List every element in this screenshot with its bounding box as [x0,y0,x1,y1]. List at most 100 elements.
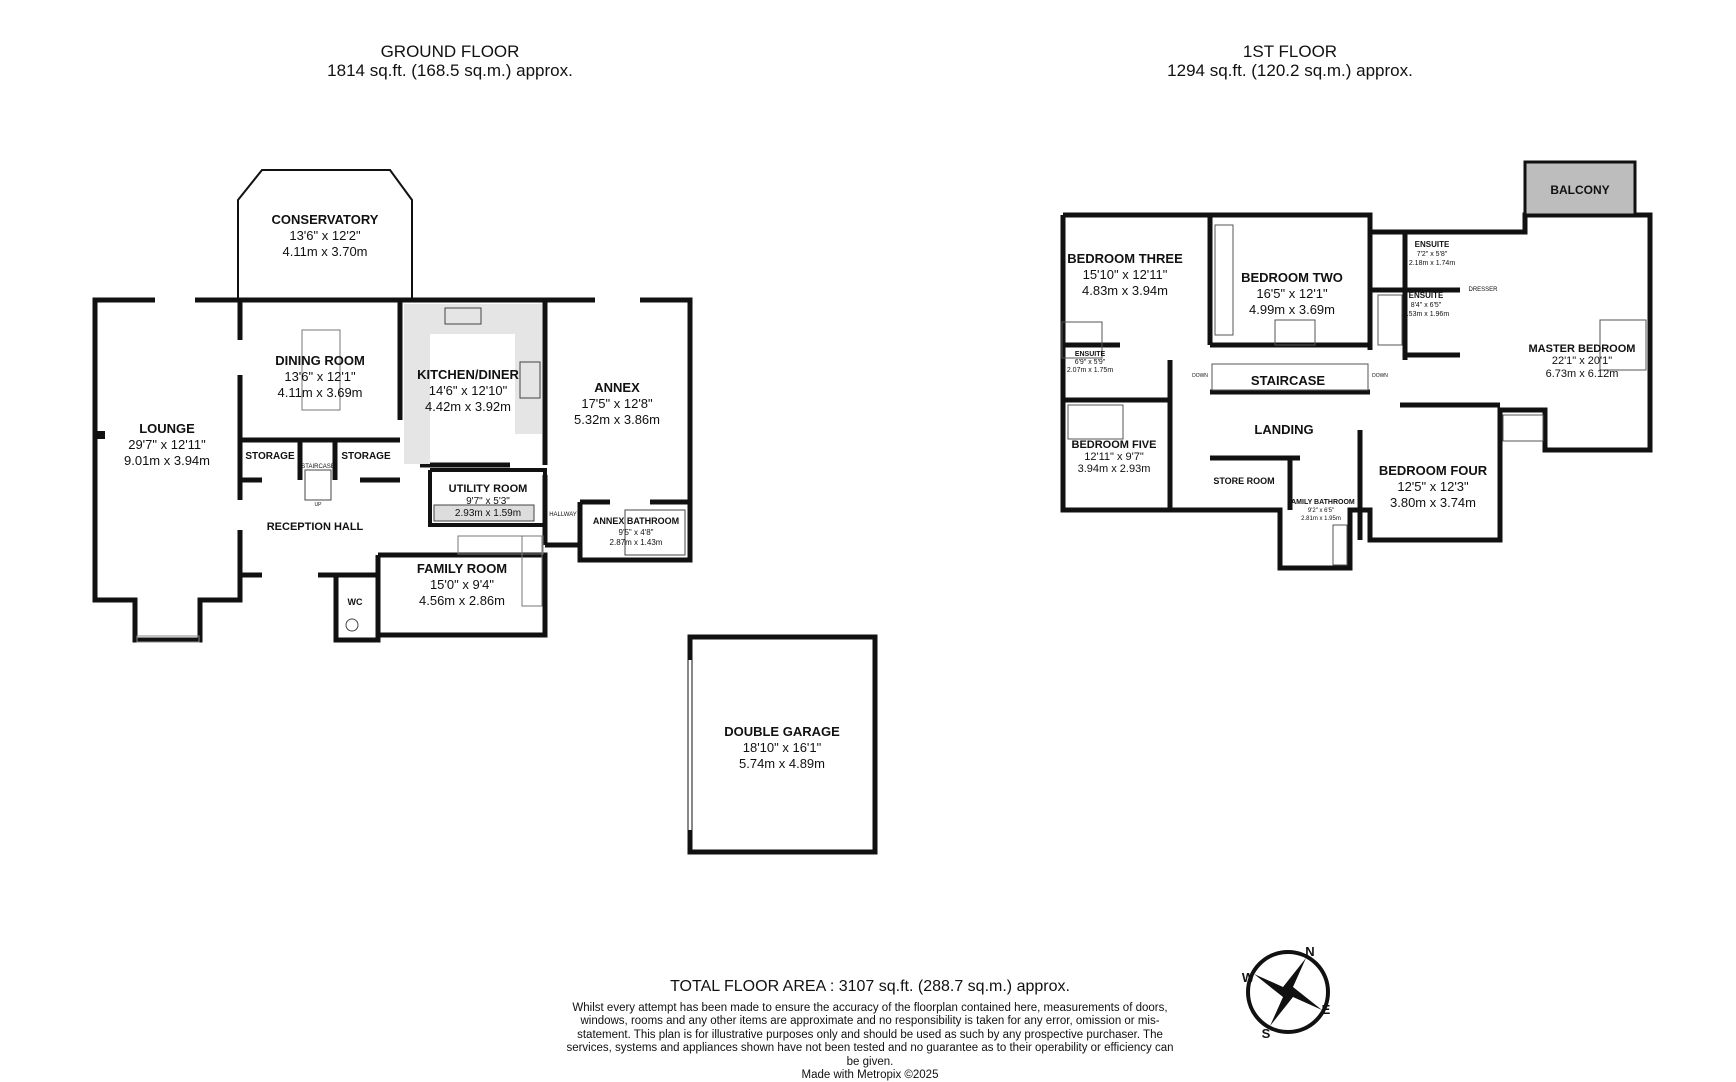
bed4-imperial: 12'5" x 12'3" [1397,479,1469,494]
lounge-name: LOUNGE [139,421,195,436]
first-room-labels: BALCONY BEDROOM THREE 15'10" x 12'11" 4.… [1067,183,1636,522]
ensuite-3-name: ENSUITE [1075,351,1106,358]
master-metric: 6.73m x 6.12m [1546,368,1619,380]
ensuite-3-imperial: 6'9" x 5'9" [1075,359,1106,366]
ensuite-2-imperial: 8'4" x 6'5" [1411,302,1442,309]
bed3-imperial: 15'10" x 12'11" [1083,267,1168,282]
bed5-name: BEDROOM FIVE [1072,439,1157,451]
kitchen-counter-top [404,304,542,334]
bed2-bed-icon [1274,319,1316,346]
sofa-icon [457,535,544,555]
family-room-metric: 4.56m x 2.86m [419,593,505,608]
family-room-name: FAMILY ROOM [417,561,507,576]
ensuite-shower-icon [1061,321,1103,359]
balcony-box [1523,160,1637,217]
wc-walls [333,575,381,643]
down-label-2: DOWN [1372,373,1388,379]
bed2-name: BEDROOM TWO [1241,270,1343,285]
hallway-bottom [545,542,583,560]
wardrobe-icon [1502,414,1544,442]
dining-name: DINING ROOM [275,353,365,368]
total-floor-area: TOTAL FLOOR AREA : 3107 sq.ft. (288.7 sq… [670,978,1070,995]
kitchen-imperial: 14'6" x 12'10" [429,383,508,398]
kitchen-metric: 4.42m x 3.92m [425,399,511,414]
bed5-metric: 3.94m x 2.93m [1078,463,1151,475]
utility-imperial: 9'7" x 5'3" [466,496,510,507]
first-outer-walls [1060,212,1653,571]
kitchen-sink-icon [444,307,482,325]
ensuite-3-metric: 2.07m x 1.75m [1067,367,1113,374]
annex-metric: 5.32m x 3.86m [574,412,660,427]
ensuite-2-icon [1377,294,1403,346]
reception-name: RECEPTION HALL [267,521,364,533]
dining-table-icon [301,329,341,411]
annex-bath-walls [577,502,693,563]
master-name: MASTER BEDROOM [1529,343,1636,355]
ground-up-label: UP [315,502,323,508]
bed3-metric: 4.83m x 3.94m [1082,283,1168,298]
compass-rose: N E S W [1242,944,1331,1041]
ensuite-1-name: ENSUITE [1415,240,1450,249]
balcony-name: BALCONY [1550,183,1609,197]
master-bed-icon [1599,319,1647,371]
lounge-window [136,635,200,643]
conservatory-name: CONSERVATORY [272,212,379,227]
balcony [1523,160,1637,217]
utility-metric: 2.93m x 1.59m [455,508,521,519]
ground-fixtures [95,304,686,643]
dresser-name: DRESSER [1468,287,1498,293]
utility-walls [428,468,547,527]
conservatory-imperial: 13'6" x 12'2" [289,228,361,243]
kitchen-name: KITCHEN/DINER [417,367,519,382]
dining-imperial: 13'6" x 12'1" [284,369,356,384]
wc-name: WC [348,597,363,607]
first-fixtures [1061,224,1647,566]
down-label-1: DOWN [1192,373,1208,379]
annex-name: ANNEX [594,380,640,395]
ensuite-2-name: ENSUITE [1409,291,1444,300]
first-floor-title: 1ST FLOOR [1242,42,1338,61]
disclaimer-text: Whilst every attempt has been made to en… [566,1002,1174,1068]
ensuite-1-imperial: 7'2" x 5'8" [1417,251,1448,258]
landing-name: LANDING [1254,422,1313,437]
ground-room-labels: CONSERVATORY 13'6" x 12'2" 4.11m x 3.70m… [124,212,840,771]
master-imperial: 22'1" x 20'1" [1552,355,1612,367]
bed3-name: BEDROOM THREE [1067,251,1183,266]
bed2-furniture [1214,224,1234,336]
utility-name: UTILITY ROOM [449,483,528,495]
stair-icon [304,469,332,501]
compass-s: S [1262,1026,1271,1041]
annex-bath-metric: 2.87m x 1.43m [610,538,663,547]
ground-floor-area: 1814 sq.ft. (168.5 sq.m.) approx. [327,61,573,80]
first-staircase-name: STAIRCASE [1251,373,1325,388]
garage-name: DOUBLE GARAGE [724,724,840,739]
first-floor-area: 1294 sq.ft. (120.2 sq.m.) approx. [1167,61,1413,80]
family-bath-imperial: 9'2" x 6'5" [1308,508,1334,514]
dining-metric: 4.11m x 3.69m [277,385,362,400]
utility-counter [433,504,535,522]
annex-bath-name: ANNEX BATHROOM [593,516,679,526]
compass-w: W [1242,970,1255,985]
ground-floor-header: GROUND FLOOR 1814 sq.ft. (168.5 sq.m.) a… [300,42,600,80]
storage-2-name: STORAGE [341,451,391,462]
annex-imperial: 17'5" x 12'8" [581,396,653,411]
bed4-metric: 3.80m x 3.74m [1390,495,1476,510]
ground-staircase-name: STAIRCASE [301,464,335,470]
bed2-metric: 4.99m x 3.69m [1249,302,1335,317]
bed2-imperial: 16'5" x 12'1" [1256,286,1328,301]
lounge-metric: 9.01m x 3.94m [124,453,210,468]
hob-icon [519,361,541,399]
compass-star-icon [1254,958,1322,1026]
storage-1-name: STORAGE [245,451,295,462]
annex-walls-2 [640,297,693,505]
ensuite-2-metric: 2.53m x 1.96m [1403,311,1449,318]
family-bath-icon [1332,524,1348,566]
ground-floor-plan [92,169,693,643]
staircase-treads [1211,363,1369,391]
sofa-icon-2 [521,535,543,607]
bath-icon [624,509,686,556]
compass-e: E [1322,1002,1331,1017]
first-floor-header: 1ST FLOOR 1294 sq.ft. (120.2 sq.m.) appr… [1140,42,1440,80]
ground-floor-title: GROUND FLOOR [380,42,520,61]
